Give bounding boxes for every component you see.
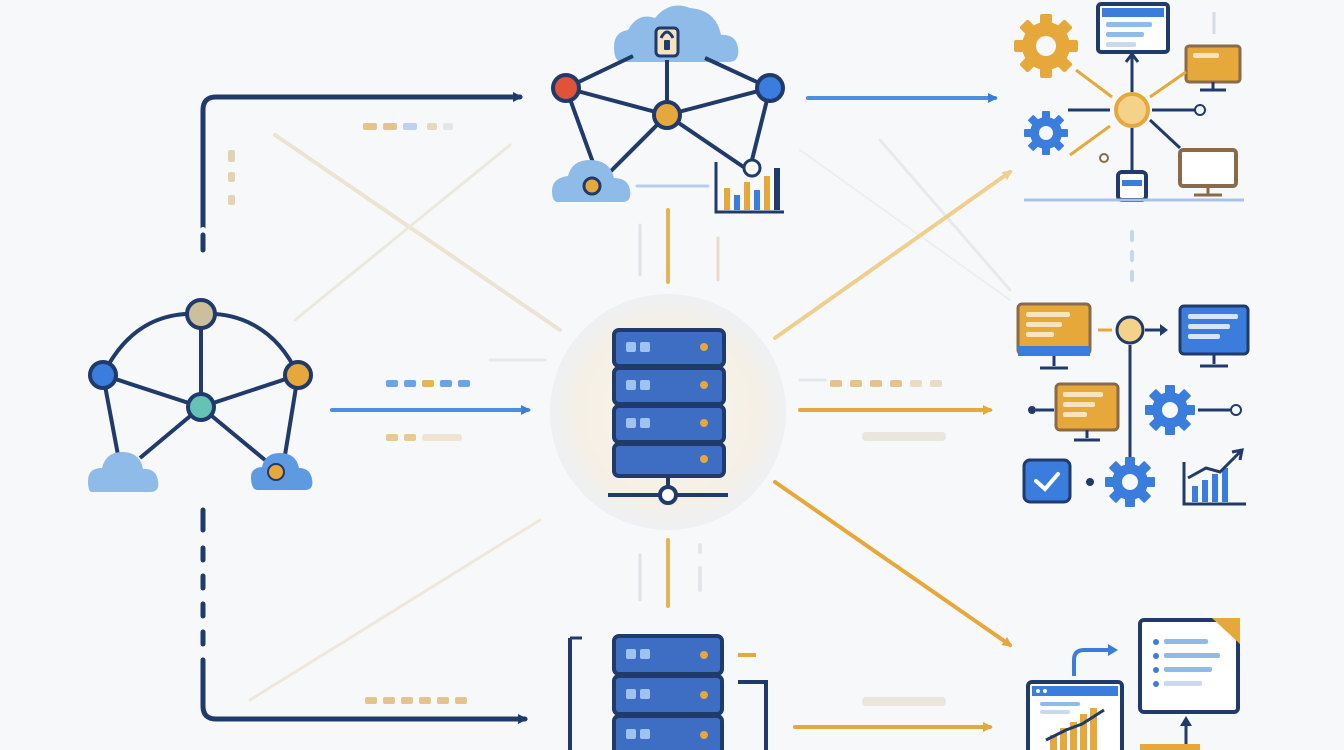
connector-server-to-hub (773, 170, 1013, 340)
connector-cloud-to-server (635, 184, 720, 284)
gear-icon (1145, 385, 1195, 435)
monitor-icon (1096, 2, 1170, 54)
connector-server-to-storage (638, 538, 702, 608)
source-network[interactable] (88, 298, 313, 492)
document-icon (1138, 618, 1240, 714)
gear-hub-icon (1014, 2, 1244, 202)
connector-storage-to-reports (793, 697, 993, 732)
reports-dashboard[interactable] (1026, 618, 1240, 750)
connector-server-to-workstations (798, 378, 993, 441)
automation-hub[interactable] (1014, 2, 1244, 202)
connector-source-to-server (330, 358, 547, 441)
network-cloud-icon (88, 298, 313, 492)
workstations-cluster[interactable] (1016, 302, 1250, 507)
cloud-lock-network-icon (551, 5, 785, 214)
cloud-network[interactable] (551, 5, 785, 214)
central-server[interactable] (550, 294, 786, 530)
server-rack-icon (608, 328, 728, 505)
bar-chart-icon (714, 162, 784, 214)
connector-server-to-reports (773, 480, 1013, 647)
chart-window-icon (1026, 680, 1124, 750)
monitor-icon (1178, 148, 1238, 197)
monitor-icon (1016, 302, 1092, 370)
checkbox-icon (1022, 458, 1072, 504)
storage-server[interactable] (568, 634, 768, 750)
monitor-icon (1184, 44, 1242, 92)
background-guides (248, 133, 1012, 702)
document-chart-icon (1026, 618, 1240, 750)
gear-icon (1105, 457, 1155, 507)
monitor-icon (1054, 382, 1120, 442)
monitor-icon (1178, 304, 1250, 368)
connector-source-to-cloud (200, 92, 523, 281)
monitors-gears-icon (1016, 302, 1250, 507)
gear-icon (1024, 111, 1068, 155)
gear-icon (1014, 14, 1078, 78)
dashes-top-left (228, 123, 453, 205)
server-stack-icon (568, 634, 768, 750)
growth-chart-icon (1182, 448, 1246, 506)
connector-source-to-storage (200, 507, 528, 724)
